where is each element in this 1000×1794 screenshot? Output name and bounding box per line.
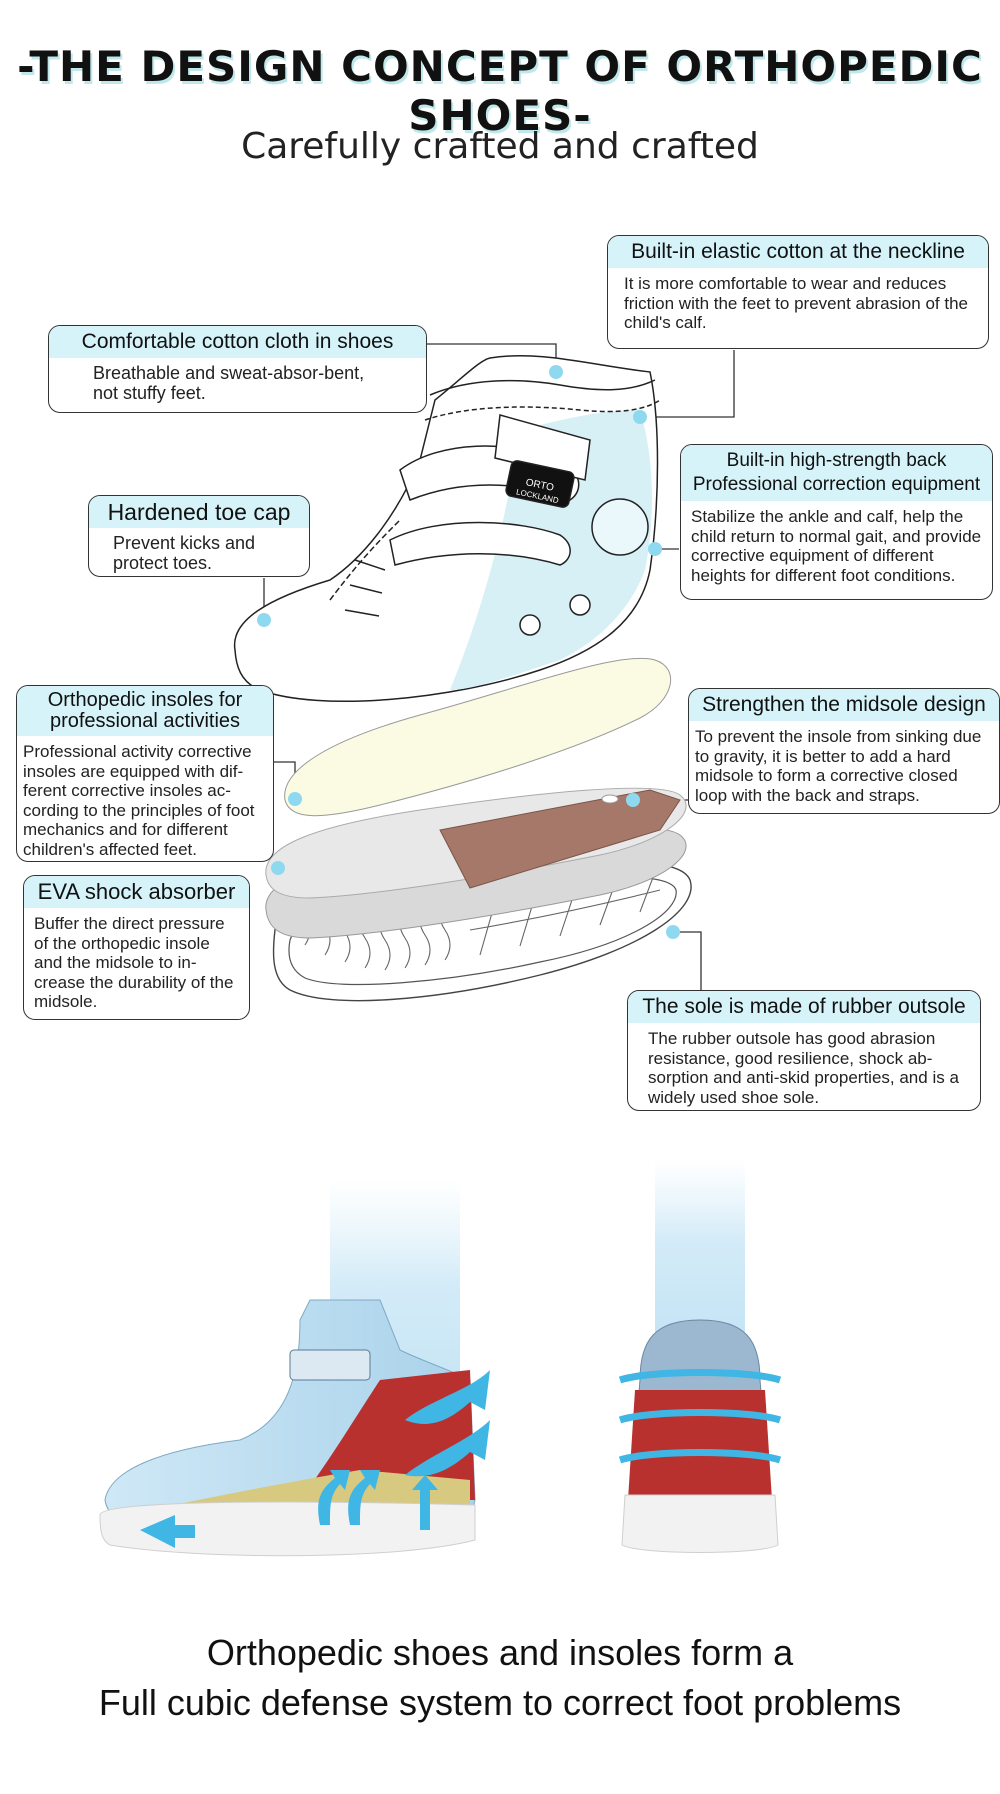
footer-line-1: Orthopedic shoes and insoles form a [206, 1632, 794, 1673]
callout-cotton-title: Comfortable cotton cloth in shoes [49, 326, 426, 358]
callout-back: Built-in high-strength back Professional… [680, 444, 993, 600]
callout-toecap-body: Prevent kicks and protect toes. [113, 533, 256, 573]
callout-outsole-body: The rubber outsole has good abrasion res… [648, 1029, 959, 1107]
footer-text: Orthopedic shoes and insoles form a Full… [0, 1628, 1000, 1728]
callout-neckline: Built-in elastic cotton at the neckline … [607, 235, 989, 349]
callout-midsole: Strengthen the midsole design To prevent… [688, 688, 1000, 814]
counter-dot [648, 542, 662, 556]
callout-back-title: Built-in high-strength back Professional… [681, 445, 992, 501]
page-title: -THE DESIGN CONCEPT OF ORTHOPEDIC SHOES- [17, 42, 983, 140]
callout-midsole-title: Strengthen the midsole design [689, 689, 999, 721]
neckline-dot [549, 365, 563, 379]
callout-back-body: Stabilize the ankle and calf, help the c… [691, 507, 982, 585]
eva-dot [271, 861, 285, 875]
callout-toecap-title: Hardened toe cap [89, 496, 309, 528]
footer-line-2: Full cubic defense system to correct foo… [98, 1682, 902, 1723]
callout-midsole-body: To prevent the insole from sinking due t… [695, 727, 982, 805]
insole-dot [288, 792, 302, 806]
callout-eva-body: Buffer the direct pressure of the orthop… [34, 914, 234, 1011]
callout-insoles-body: Professional activity corrective insoles… [23, 742, 255, 859]
midsole-graphic [265, 787, 687, 899]
callout-neckline-body: It is more comfortable to wear and reduc… [624, 274, 968, 332]
side-view-shoe-graphic [99, 1180, 490, 1557]
midsole-dot [626, 793, 640, 807]
back-view-shoe-graphic [618, 1160, 782, 1553]
callout-insoles-title: Orthopedic insoles for professional acti… [17, 686, 273, 736]
back-dot [633, 410, 647, 424]
callout-neckline-title: Built-in elastic cotton at the neckline [608, 236, 988, 268]
insole-graphic [284, 657, 672, 817]
shoe-upper-graphic [233, 355, 661, 703]
callout-cotton: Comfortable cotton cloth in shoes Breath… [48, 325, 427, 413]
toecap-dot [257, 613, 271, 627]
callout-cotton-body: Breathable and sweat-absor-bent, not stu… [93, 363, 365, 403]
callout-outsole-title: The sole is made of rubber outsole [628, 991, 980, 1023]
callout-insoles: Orthopedic insoles for professional acti… [16, 685, 274, 862]
callout-outsole: The sole is made of rubber outsole The r… [627, 990, 981, 1111]
page-subtitle: Carefully crafted and crafted [241, 126, 759, 167]
callout-toecap: Hardened toe cap Prevent kicks and prote… [88, 495, 310, 577]
callout-eva: EVA shock absorber Buffer the direct pre… [23, 875, 250, 1020]
callout-eva-title: EVA shock absorber [24, 876, 249, 908]
outsole-dot [666, 925, 680, 939]
